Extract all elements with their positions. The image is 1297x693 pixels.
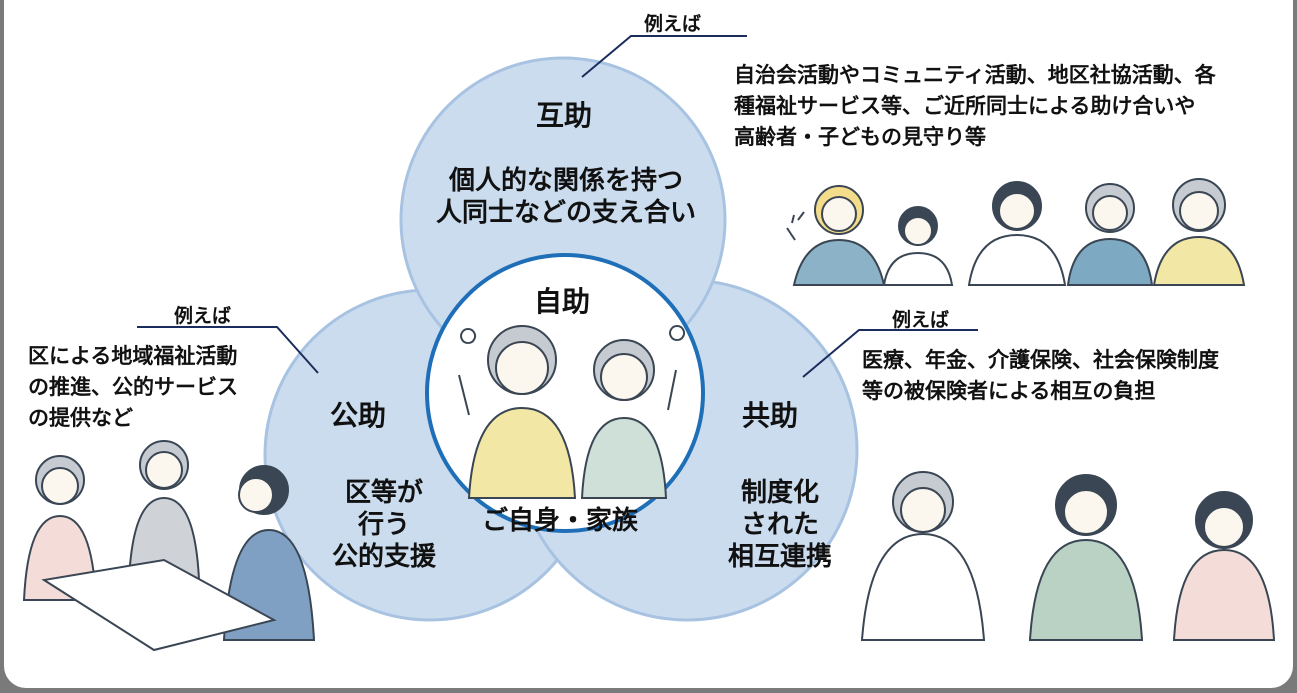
desc-gojo: 個人的な関係を持つ 人同士などの支え合い	[411, 165, 721, 229]
desc-kojo: 区等が 行う 公的支援	[314, 477, 454, 573]
venn-diagram	[22, 35, 1276, 652]
example-text-kojo-line: の提供など	[28, 406, 133, 430]
desc-kojo-line: 公的支援	[331, 542, 436, 572]
example-text-kojo-line: 区による地域福祉活動	[28, 344, 238, 368]
example-label-kyojo: 例えば	[892, 309, 950, 331]
example-text-kojo-line: の推進、公的サービス	[28, 375, 238, 399]
example-text-kyojo-line: 医療、年金、介護保険、社会保険制度	[862, 348, 1219, 372]
desc-jijo: ご自身・家族	[482, 506, 639, 536]
desc-kojo-line: 行う	[357, 510, 410, 540]
illustration-neighbors	[786, 178, 1246, 286]
illustration-consultation	[22, 440, 316, 652]
title-jijo: 自助	[534, 285, 591, 318]
example-text-kyojo: 医療、年金、介護保険、社会保険制度 等の被保険者による相互の負担	[862, 345, 1219, 407]
leader-line-gojo	[581, 35, 747, 78]
illustration-couple	[458, 325, 686, 499]
title-kyojo: 共助	[742, 399, 799, 432]
desc-gojo-line: 人同士などの支え合い	[435, 198, 696, 228]
desc-gojo-line: 個人的な関係を持つ	[448, 166, 683, 196]
title-kojo: 公助	[330, 399, 387, 432]
example-label-gojo: 例えば	[644, 13, 702, 35]
example-text-gojo-line: 種福祉サービス等、ご近所同士による助け合いや	[734, 94, 1196, 118]
desc-kyojo-line: された	[740, 510, 819, 540]
leader-line-kojo	[137, 326, 319, 374]
diagram-frame: 例えば 互助 個人的な関係を持つ 人同士などの支え合い 自治会活動やコミュニティ…	[4, 0, 1293, 688]
desc-kojo-line: 区等が	[344, 478, 423, 508]
illustration-care-workers	[860, 471, 1276, 641]
leader-line-kyojo	[802, 329, 978, 378]
example-text-gojo-line: 自治会活動やコミュニティ活動、地区社協活動、各	[734, 63, 1216, 87]
desc-kyojo-line: 相互連携	[727, 542, 832, 572]
example-label-kojo: 例えば	[174, 305, 232, 327]
example-text-gojo-line: 高齢者・子どもの見守り等	[734, 125, 986, 149]
desc-kyojo: 制度化 された 相互連携	[710, 477, 850, 573]
example-text-kojo: 区による地域福祉活動 の推進、公的サービス の提供など	[28, 341, 238, 434]
desc-kyojo-line: 制度化	[740, 478, 819, 508]
example-text-kyojo-line: 等の被保険者による相互の負担	[862, 379, 1156, 403]
example-text-gojo: 自治会活動やコミュニティ活動、地区社協活動、各 種福祉サービス等、ご近所同士によ…	[734, 60, 1216, 153]
title-gojo: 互助	[536, 99, 593, 132]
